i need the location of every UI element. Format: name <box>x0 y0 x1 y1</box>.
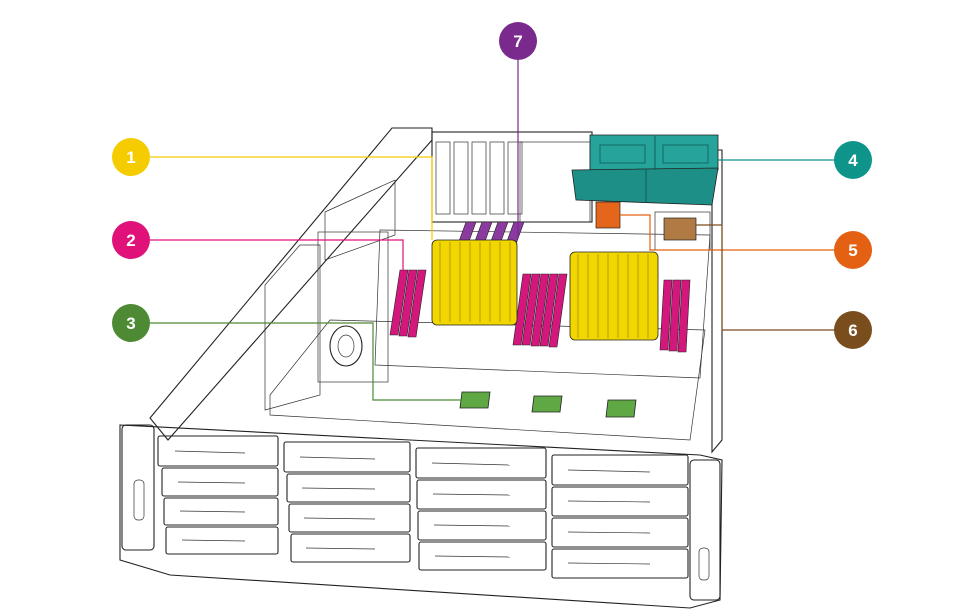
callout-number: 3 <box>126 314 135 333</box>
leader-line-1 <box>150 156 433 240</box>
controller-chips <box>459 391 637 418</box>
leader-line-5 <box>620 214 835 251</box>
cpu-heatsinks <box>431 239 659 341</box>
callout-7: 7 <box>499 22 537 60</box>
leader-line-2 <box>150 239 404 275</box>
callout-number: 4 <box>848 151 858 170</box>
callout-badge <box>112 221 150 259</box>
callout-badge <box>499 22 537 60</box>
left-rack-ear <box>121 424 155 551</box>
callout-number: 7 <box>513 32 522 51</box>
rear-drive-cage <box>571 134 719 206</box>
riser-connector <box>595 201 621 229</box>
callout-3: 3 <box>112 304 150 342</box>
leader-line-6 <box>696 224 835 331</box>
leader-lines <box>150 60 835 401</box>
callout-number: 2 <box>126 231 135 250</box>
memory-dimms <box>389 269 691 353</box>
callout-1: 1 <box>112 138 150 176</box>
callout-4: 4 <box>834 141 872 179</box>
callout-number: 1 <box>126 148 135 167</box>
callout-badge <box>834 311 872 349</box>
ocp-module <box>654 211 711 251</box>
callout-number: 6 <box>848 321 857 340</box>
pcie-slots <box>435 141 525 245</box>
leader-line-3 <box>150 322 462 401</box>
callout-5: 5 <box>834 231 872 269</box>
callout-number: 5 <box>848 241 857 260</box>
callout-6: 6 <box>834 311 872 349</box>
front-drive-bays <box>157 435 689 579</box>
right-rack-ear <box>689 459 721 601</box>
callout-badge <box>834 231 872 269</box>
chassis <box>119 127 723 609</box>
callout-2: 2 <box>112 221 150 259</box>
callout-badge <box>834 141 872 179</box>
callout-badge <box>112 304 150 342</box>
callout-badge <box>112 138 150 176</box>
